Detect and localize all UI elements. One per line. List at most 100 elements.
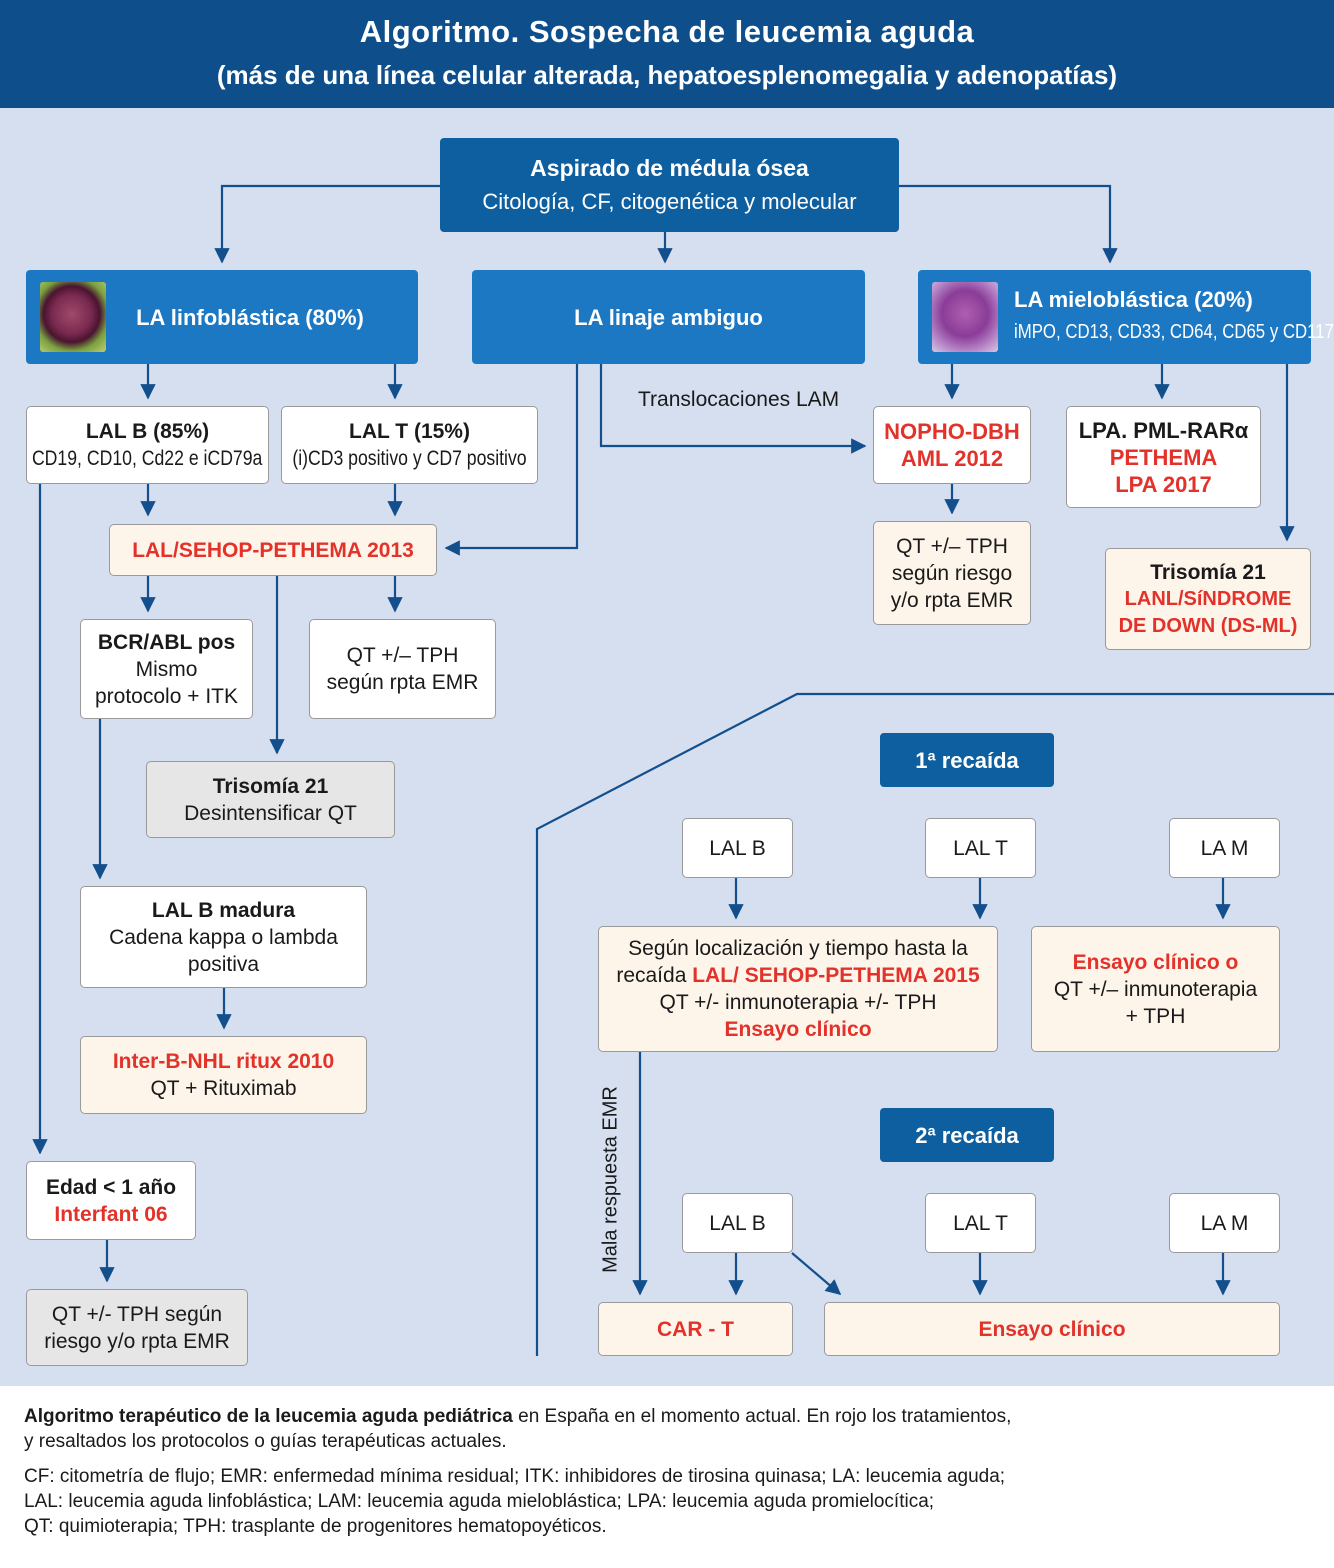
qt-sehop-line1: QT +/– TPH [346, 644, 459, 667]
la-mieloblastica-markers: iMPO, CD13, CD33, CD64, CD65 y CD117 [1014, 321, 1334, 343]
sehop-2013-label: LAL/SEHOP-PETHEMA 2013 [132, 538, 414, 562]
translocaciones-lam-label: Translocaciones LAM [638, 388, 840, 411]
la-mieloblastica-box: LA mieloblástica (20%) iMPO, CD13, CD33,… [918, 270, 1334, 364]
lal-b-madura-line3: positiva [187, 952, 260, 976]
car-t-box: CAR - T [598, 1302, 793, 1356]
qt-nopho-line2: según riesgo [891, 561, 1013, 585]
trisomia-mieloide-line2: LANL/SíNDROME [1124, 587, 1292, 610]
la-mieloblastica-title: LA mieloblástica (20%) [1014, 287, 1253, 312]
r1-lal-treatment-box: Según localización y tiempo hasta la rec… [598, 926, 998, 1052]
segunda-recaida-badge: 2ª recaída [880, 1108, 1054, 1162]
caption-bold: Algoritmo terapéutico de la leucemia agu… [24, 1406, 513, 1427]
lal-b-madura-box: LAL B madura Cadena kappa o lambda posit… [80, 886, 367, 988]
bcr-abl-box: BCR/ABL pos Mismo protocolo + ITK [80, 619, 253, 719]
lal-b-markers: CD19, CD10, Cd22 e iCD79a [32, 447, 263, 470]
caption-line2: y resaltados los protocolos o guías tera… [24, 1431, 507, 1452]
nopho-box: NOPHO-DBH AML 2012 [873, 406, 1031, 484]
arrow-r2-lalb-ensayo [791, 1252, 842, 1296]
inter-b-box: Inter-B-NHL ritux 2010 QT + Rituximab [80, 1036, 367, 1114]
figure-caption: Algoritmo terapéutico de la leucemia agu… [24, 1404, 1314, 1539]
aspirado-box: Aspirado de médula ósea Citología, CF, c… [440, 138, 899, 232]
r1-lam-line3: + TPH [1125, 1004, 1186, 1028]
qt-edad-line2: riesgo y/o rpta EMR [44, 1329, 230, 1353]
qt-edad-box: QT +/- TPH según riesgo y/o rpta EMR [26, 1289, 248, 1366]
r1-lal-b-box: LAL B [682, 818, 793, 878]
arrow-top-right [898, 184, 1118, 264]
aspirado-title: Aspirado de médula ósea [530, 155, 809, 181]
lymphoblast-micrograph [40, 282, 106, 352]
lpa-title: LPA. PML-RARα [1078, 417, 1249, 443]
inter-b-line2: QT + Rituximab [150, 1077, 297, 1100]
lal-t-title: LAL T (15%) [349, 420, 470, 443]
bcr-abl-title: BCR/ABL pos [97, 630, 236, 654]
r1-lam-line2: QT +/– inmunoterapia [1053, 977, 1258, 1001]
qt-edad-line1: QT +/- TPH según [51, 1302, 223, 1326]
qt-sehop-line2: según rpta EMR [326, 671, 479, 694]
trisomia-mieloide-box: Trisomía 21 LANL/SíNDROME DE DOWN (DS-ML… [1105, 548, 1311, 650]
lal-b-madura-line2: Cadena kappa o lambda [109, 925, 338, 949]
qt-sehop-box: QT +/– TPH según rpta EMR [309, 619, 496, 719]
aspirado-subtitle: Citología, CF, citogenética y molecular [482, 189, 857, 214]
edad-box: Edad < 1 año Interfant 06 [26, 1161, 196, 1240]
trisomia-mieloide-line3: DE DOWN (DS-ML) [1118, 614, 1298, 637]
lal-b-box: LAL B (85%) CD19, CD10, Cd22 e iCD79a [26, 406, 269, 484]
diagram-title: Algoritmo. Sospecha de leucemia aguda [359, 14, 975, 49]
r2-ensayo-box: Ensayo clínico [824, 1302, 1280, 1356]
caption-abbr3: QT: quimioterapia; TPH: trasplante de pr… [24, 1516, 607, 1537]
lal-t-markers: (i)CD3 positivo y CD7 positivo [292, 447, 527, 470]
nopho-line1: NOPHO-DBH [884, 419, 1020, 444]
primera-recaida-label: 1ª recaída [915, 747, 1019, 773]
r1-lal-protocol: LAL/ SEHOP-PETHEMA 2015 [692, 964, 980, 987]
r1-lal-line1: Según localización y tiempo hasta la [628, 937, 968, 960]
lal-b-title: LAL B (85%) [85, 420, 210, 443]
caption-description: Algoritmo terapéutico de la leucemia agu… [24, 1404, 1314, 1454]
segunda-recaida-label: 2ª recaída [915, 1122, 1019, 1148]
r1-lal-line4: Ensayo clínico [724, 1018, 872, 1041]
r2-lal-t-label: LAL T [953, 1211, 1008, 1235]
r1-lam-treatment-box: Ensayo clínico o QT +/– inmunoterapia + … [1031, 926, 1280, 1052]
r2-lal-b-box: LAL B [682, 1193, 793, 1253]
trisomia-linfoide-title: Trisomía 21 [212, 774, 329, 798]
bcr-abl-line3: protocolo + ITK [95, 684, 238, 708]
caption-abbr1: CF: citometría de flujo; EMR: enfermedad… [24, 1466, 1006, 1487]
trisomia-linfoide-box: Trisomía 21 Desintensificar QT [146, 761, 395, 838]
relapse-divider [535, 692, 1334, 1356]
r2-la-m-label: LA M [1200, 1211, 1249, 1235]
qt-nopho-line3: y/o rpta EMR [890, 588, 1014, 612]
r1-lal-line2: recaída LAL/ SEHOP-PETHEMA 2015 [616, 962, 979, 989]
r1-la-m-label: LA M [1200, 836, 1249, 860]
r1-lal-t-label: LAL T [953, 836, 1008, 860]
arrow-top-left [214, 184, 440, 264]
la-linaje-ambiguo-box: LA linaje ambiguo [472, 270, 865, 364]
lpa-line2: PETHEMA [1109, 444, 1218, 470]
trisomia-mieloide-title: Trisomía 21 [1150, 560, 1266, 584]
header-banner: Algoritmo. Sospecha de leucemia aguda (m… [0, 0, 1334, 108]
edad-title: Edad < 1 año [45, 1175, 177, 1199]
mala-respuesta-label: Mala respuesta EMR [599, 1086, 622, 1273]
arrow-ambiguo-to-sehop [444, 364, 579, 556]
lpa-box: LPA. PML-RARα PETHEMA LPA 2017 [1066, 406, 1261, 508]
la-linfoblastica-label: LA linfoblástica (80%) [136, 304, 364, 330]
r2-lal-t-box: LAL T [925, 1193, 1036, 1253]
la-linaje-ambiguo-label: LA linaje ambiguo [574, 304, 763, 330]
qt-nopho-line1: QT +/– TPH [896, 534, 1008, 558]
r2-lal-b-label: LAL B [709, 1211, 766, 1235]
trisomia-linfoide-line2: Desintensificar QT [184, 801, 357, 825]
lal-b-madura-title: LAL B madura [151, 898, 296, 922]
diagram-subtitle: (más de una línea celular alterada, hepa… [216, 60, 1118, 90]
car-t-label: CAR - T [657, 1317, 734, 1341]
r1-lal-line2-prefix: recaída [616, 964, 693, 987]
r1-lal-b-label: LAL B [709, 836, 766, 860]
primera-recaida-badge: 1ª recaída [880, 733, 1054, 787]
myeloblast-micrograph [932, 282, 998, 352]
bcr-abl-line2: Mismo [135, 657, 198, 681]
qt-nopho-box: QT +/– TPH según riesgo y/o rpta EMR [873, 521, 1031, 625]
la-linfoblastica-box: LA linfoblástica (80%) [26, 270, 418, 364]
r2-la-m-box: LA M [1169, 1193, 1280, 1253]
lal-t-box: LAL T (15%) (i)CD3 positivo y CD7 positi… [281, 406, 538, 484]
r1-lam-line1: Ensayo clínico o [1072, 950, 1239, 974]
r1-lal-t-box: LAL T [925, 818, 1036, 878]
r1-la-m-box: LA M [1169, 818, 1280, 878]
r2-ensayo-label: Ensayo clínico [978, 1317, 1126, 1341]
